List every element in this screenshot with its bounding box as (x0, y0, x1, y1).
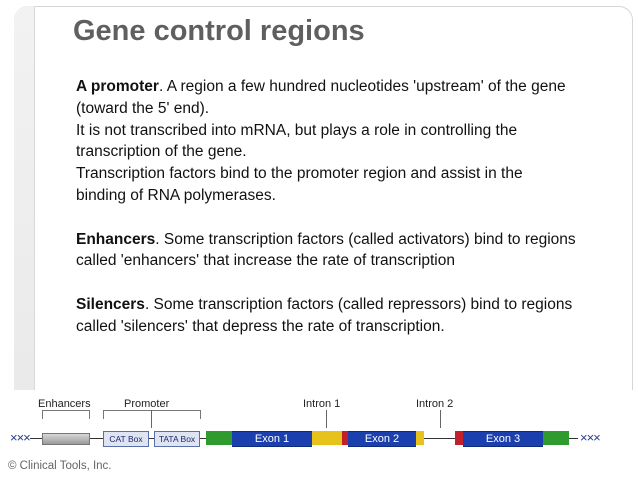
cat-box: CAT Box (103, 431, 149, 447)
dna-break-left-icon: ××× (10, 430, 31, 445)
intron-2-red (455, 431, 463, 445)
term-promoter: A promoter (76, 78, 159, 95)
intron-1-yellow (312, 431, 342, 445)
tata-box: TATA Box (154, 431, 200, 447)
intron-1-red (342, 431, 348, 445)
bracket-promoter (103, 410, 201, 419)
label-promoter: Promoter (124, 398, 170, 410)
term-silencers: Silencers (76, 295, 145, 313)
term-enhancers: Enhancers (76, 230, 156, 248)
intron-2-yellow (416, 431, 424, 445)
slide-title: Gene control regions (73, 15, 365, 47)
paragraph-silencers: Silencers. Some transcription factors (c… (76, 295, 573, 335)
utr-3-region (543, 431, 569, 445)
label-intron-2: Intron 2 (416, 398, 454, 410)
bracket-enhancers (42, 410, 90, 419)
slide-left-bar (14, 6, 35, 468)
copyright-notice: © Clinical Tools, Inc. (8, 460, 112, 472)
enhancer-region (42, 433, 90, 445)
dna-break-right-icon: ××× (580, 430, 601, 445)
paragraph-enhancers: Enhancers. Some transcription factors (c… (76, 230, 576, 270)
exon-2: Exon 2 (348, 431, 416, 447)
slide-body: A promoter. A region a few hundred nucle… (76, 76, 576, 338)
paragraph-promoter: A promoter. A region a few hundred nucle… (76, 78, 566, 204)
tick-intron-1 (326, 410, 327, 428)
gene-diagram: Enhancers Promoter Intron 1 Intron 2 ×××… (0, 390, 638, 478)
label-intron-1: Intron 1 (303, 398, 341, 410)
label-enhancers: Enhancers (38, 398, 91, 410)
exon-1: Exon 1 (232, 431, 312, 447)
utr-5-region (206, 431, 232, 445)
tick-intron-2 (440, 410, 441, 428)
bracket-promoter-divider (151, 410, 152, 428)
exon-3: Exon 3 (463, 431, 543, 447)
